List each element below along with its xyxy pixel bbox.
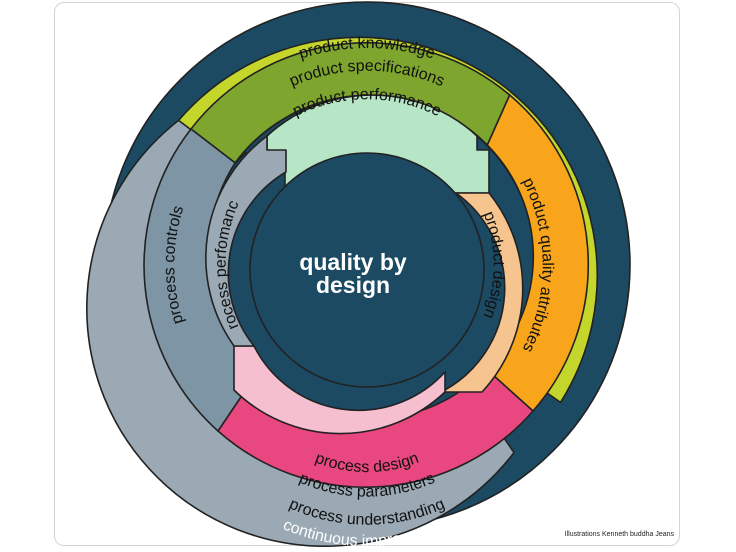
- center-disk: [249, 152, 485, 388]
- center-title-line2: design: [316, 272, 390, 298]
- product-design-piece: [444, 192, 524, 393]
- illustration-credit: Illustrations Kenneth buddha Jeans: [564, 531, 674, 538]
- center-title-line1: quality by: [299, 249, 407, 275]
- product-quality-attributes-ring: [485, 94, 590, 412]
- process-performance-piece: [205, 135, 287, 347]
